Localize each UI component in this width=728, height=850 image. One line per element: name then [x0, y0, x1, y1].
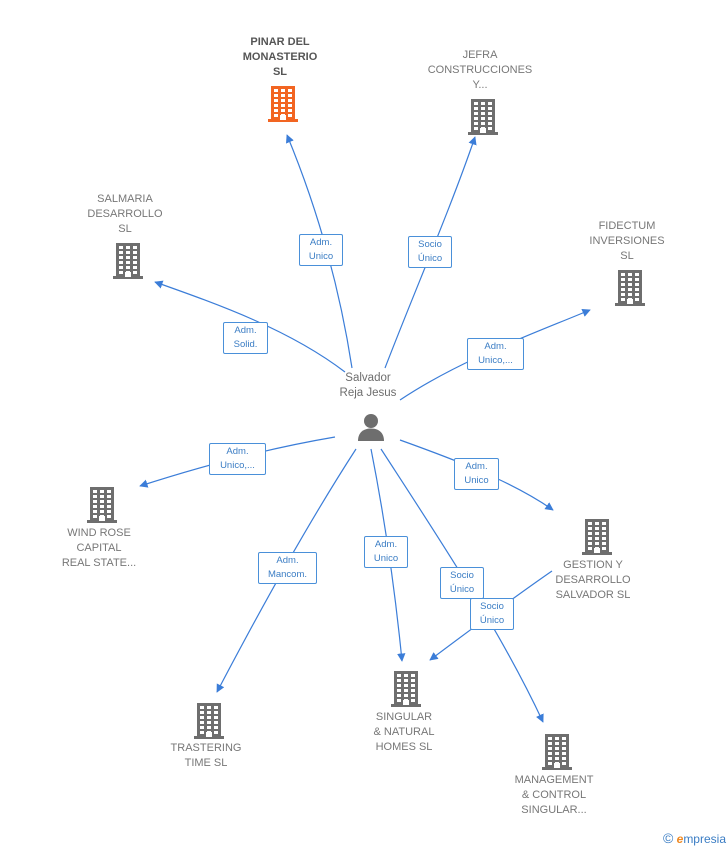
building-icon[interactable]	[389, 669, 423, 707]
person-icon[interactable]	[355, 411, 387, 443]
edge-salmaria	[154, 280, 346, 373]
company-label-trastering[interactable]: TRASTERING TIME SL	[170, 742, 242, 769]
role-badge[interactable]: Adm. Solid.	[223, 322, 268, 354]
role-badge[interactable]: Socio Único	[470, 598, 514, 630]
brand-name: mpresia	[683, 832, 726, 846]
role-badge[interactable]: Adm. Unico	[364, 536, 408, 568]
company-label-fidectum[interactable]: FIDECTUM INVERSIONES SL	[589, 220, 665, 262]
building-icon[interactable]	[613, 268, 647, 306]
building-icon[interactable]	[192, 701, 226, 739]
building-icon[interactable]	[266, 84, 300, 122]
company-label-singular[interactable]: SINGULAR & NATURAL HOMES SL	[373, 711, 435, 753]
brand-logo: e	[676, 832, 684, 846]
building-icon[interactable]	[85, 485, 119, 523]
role-badge[interactable]: Adm. Unico	[454, 458, 499, 490]
copyright-icon: ©	[662, 830, 674, 846]
role-badge[interactable]: Adm. Mancom.	[258, 552, 317, 584]
building-icon[interactable]	[466, 97, 500, 135]
building-icon[interactable]	[111, 241, 145, 279]
company-label-gestion[interactable]: GESTION Y DESARROLLO SALVADOR SL	[555, 559, 631, 601]
role-badge[interactable]: Adm. Unico,...	[467, 338, 524, 370]
company-label-pinar[interactable]: PINAR DEL MONASTERIO SL	[242, 36, 318, 78]
role-badge[interactable]: Socio Único	[408, 236, 452, 268]
role-badge[interactable]: Socio Único	[440, 567, 484, 599]
building-icon[interactable]	[580, 517, 614, 555]
watermark: © empresia	[663, 830, 726, 846]
company-label-salmaria[interactable]: SALMARIA DESARROLLO SL	[87, 193, 163, 235]
role-badge[interactable]: Adm. Unico,...	[209, 443, 266, 475]
building-icon[interactable]	[540, 732, 574, 770]
role-badge[interactable]: Adm. Unico	[299, 234, 343, 266]
company-label-management[interactable]: MANAGEMENT & CONTROL SINGULAR...	[514, 774, 594, 816]
company-label-windrose[interactable]: WIND ROSE CAPITAL REAL STATE...	[61, 527, 137, 569]
person-name[interactable]: Salvador Reja Jesus	[339, 372, 397, 399]
company-label-jefra[interactable]: JEFRA CONSTRUCCIONES Y...	[427, 49, 533, 91]
